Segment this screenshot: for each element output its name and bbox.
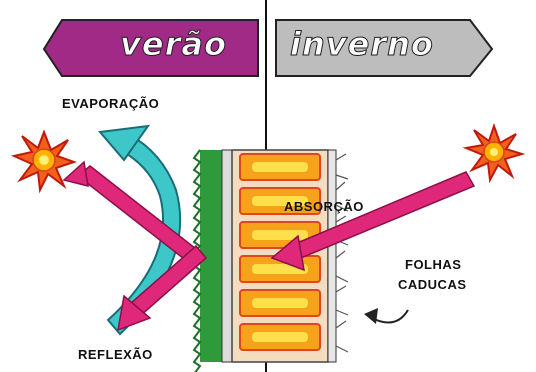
winter-absorption-arrowhead bbox=[270, 234, 305, 272]
deciduous-leaves-label-line1: FOLHAS bbox=[405, 257, 462, 272]
winter-banner bbox=[275, 19, 494, 77]
reflection-arrowhead bbox=[117, 294, 152, 332]
sun-left-icon bbox=[10, 129, 78, 194]
brick-highlight bbox=[252, 332, 308, 342]
brick-highlight bbox=[252, 230, 308, 240]
sun-right-icon bbox=[462, 122, 526, 184]
green-vegetation-layer bbox=[200, 150, 222, 362]
summer-ray-tail-head bbox=[62, 160, 89, 188]
evaporation-arrowhead bbox=[98, 124, 151, 162]
wall-inner-layer bbox=[221, 149, 233, 363]
summer-banner-label: verão bbox=[120, 25, 227, 64]
deciduous-leaves-label-line2: CADUCAS bbox=[398, 277, 467, 292]
brick-highlight bbox=[252, 196, 308, 206]
reflection-label: REFLEXÃO bbox=[78, 347, 153, 362]
brick-highlight bbox=[252, 162, 308, 172]
winter-banner-label: inverno bbox=[290, 25, 434, 64]
absorption-label: ABSORÇÃO bbox=[284, 199, 364, 214]
wall-outer-layer bbox=[327, 149, 337, 363]
summer-banner bbox=[42, 19, 259, 77]
deciduous-branches bbox=[335, 153, 349, 353]
evaporation-label: EVAPORAÇÃO bbox=[62, 96, 160, 111]
brick-highlight bbox=[252, 298, 308, 308]
leaves-curl-arrowhead bbox=[364, 308, 378, 324]
summer-incoming-ray bbox=[76, 165, 202, 263]
